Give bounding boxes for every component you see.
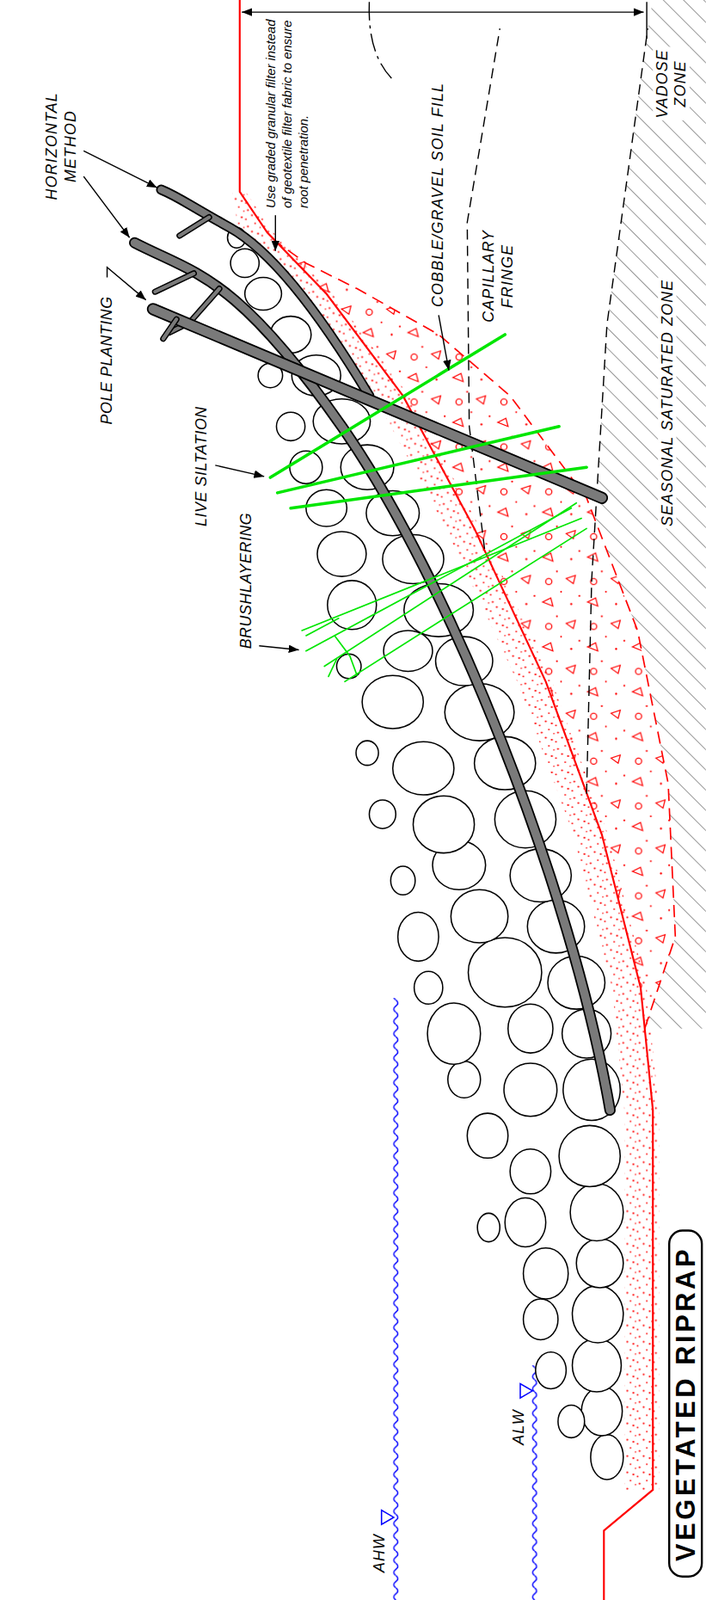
granular-filter-part <box>232 191 659 1490</box>
riprap-boulders-part <box>392 741 455 795</box>
leader-lines-part <box>275 214 277 252</box>
original-bank-line <box>368 1 393 80</box>
riprap-boulders-part <box>572 1338 622 1392</box>
excavation-ground-line <box>239 0 653 1600</box>
live-cuttings-poles-part <box>135 242 611 1110</box>
riprap-boulders-part <box>327 580 377 630</box>
riprap-boulders-part <box>523 1247 569 1299</box>
riprap-boulders-part <box>390 865 415 895</box>
water-table-lines <box>466 28 648 794</box>
riprap-boulders-part <box>427 1002 481 1064</box>
riprap-boulders-part <box>535 1351 567 1389</box>
live-cuttings-poles-part <box>153 308 602 498</box>
riprap-boulders-part <box>245 277 283 311</box>
riprap-boulders-part <box>468 937 542 1007</box>
riprap-boulders-part <box>414 970 443 1004</box>
live-siltation-stems-part <box>270 334 505 478</box>
riprap-boulders-part <box>590 1434 624 1480</box>
riprap-boulders-part <box>368 799 396 829</box>
method-label: POLE PLANTING <box>98 294 117 427</box>
live-siltation-stems <box>270 334 587 509</box>
vadose-dimension-part <box>241 11 644 13</box>
riprap-boulders-part <box>572 1285 624 1343</box>
vadose-dimension-part <box>645 1 647 39</box>
water-level-label: ALW <box>509 1406 528 1447</box>
live-cuttings-poles-part <box>179 217 209 236</box>
live-cuttings-poles-part <box>160 190 369 397</box>
zone-label: VADOSE ZONE <box>652 47 690 121</box>
brushlayering-branches-part <box>301 518 582 631</box>
riprap-boulders-part <box>558 1404 585 1437</box>
live-cuttings-poles-part <box>153 308 602 498</box>
riprap-boulders-part <box>509 1148 551 1194</box>
original-bank-line-part <box>368 1 393 80</box>
water-level-lines-part <box>530 1364 539 1600</box>
brushlayering-branches-part <box>306 508 571 651</box>
riprap-boulders-part <box>448 1061 481 1099</box>
riprap-boulders-part <box>412 795 474 853</box>
riprap-boulders-part <box>523 1298 559 1339</box>
riprap-boulders-part <box>398 911 439 961</box>
water-level-label: AHW <box>370 1531 389 1575</box>
riprap-boulders <box>227 227 624 1480</box>
riprap-boulders-part <box>317 531 367 577</box>
design-note: Use graded granular filter instead of ge… <box>263 17 313 210</box>
method-label: BRUSHLAYERING <box>236 509 255 651</box>
live-siltation-stems-part <box>290 466 587 508</box>
material-label: COBBLE/GRAVEL SOIL FILL <box>428 80 447 310</box>
excavation-ground-line-part <box>239 0 653 1600</box>
brushlayering-branches-part <box>324 503 577 667</box>
live-cuttings-poles-part <box>135 242 611 1110</box>
riprap-boulders-part <box>306 489 347 527</box>
riprap-boulders-part <box>450 889 508 943</box>
riprap-boulders-part <box>466 1112 508 1158</box>
riprap-boulders-part <box>356 740 379 765</box>
riprap-boulders-part <box>581 1386 622 1436</box>
riprap-boulders-part <box>230 248 259 277</box>
granular-filter <box>232 191 659 1490</box>
method-label: LIVE SILTATION <box>191 404 210 529</box>
live-cuttings-poles-part <box>163 319 177 339</box>
brushlayering-branches-part <box>344 527 587 682</box>
riprap-boulders-part <box>477 1212 500 1241</box>
leader-lines-part <box>438 314 449 370</box>
brushlayering-branches-part <box>328 658 337 676</box>
water-level-lines-part <box>392 997 400 1600</box>
leader-lines <box>83 150 449 650</box>
leader-lines-part <box>83 176 129 238</box>
zone-label: CAPILLARY FRINGE <box>479 227 517 325</box>
method-label: HORIZONTAL METHOD <box>42 90 80 203</box>
brushlayering-branches <box>301 503 587 682</box>
water-level-lines-part <box>520 1383 533 1399</box>
riprap-boulders-part <box>276 411 305 441</box>
live-cuttings-poles-part <box>160 190 369 397</box>
riprap-boulders-part <box>508 1003 553 1053</box>
brushlayering-branches-part <box>306 618 339 636</box>
riprap-boulders-part <box>504 1197 546 1247</box>
leader-lines-part <box>258 645 299 651</box>
live-cuttings-poles-part <box>163 319 177 339</box>
leader-lines-part <box>214 465 264 477</box>
drawing-title: VEGETATED RIPRAP <box>668 1229 703 1578</box>
water-table-lines-part <box>586 28 648 794</box>
riprap-boulders-part <box>576 1238 624 1288</box>
riprap-boulders-part <box>383 630 433 671</box>
riprap-boulders-part <box>570 1183 624 1241</box>
brushlayering-branches-part <box>334 635 357 676</box>
leader-lines-part <box>83 150 157 188</box>
riprap-boulders-part <box>362 675 424 729</box>
live-cuttings-poles-part <box>179 217 209 236</box>
water-level-lines-part <box>381 1510 394 1525</box>
riprap-boulders-part <box>558 1124 621 1186</box>
live-siltation-stems-part <box>277 426 559 493</box>
zone-label: SEASONAL SATURATED ZONE <box>657 276 676 528</box>
live-cuttings-poles <box>135 190 611 1111</box>
riprap-boulders-part <box>503 1062 558 1117</box>
